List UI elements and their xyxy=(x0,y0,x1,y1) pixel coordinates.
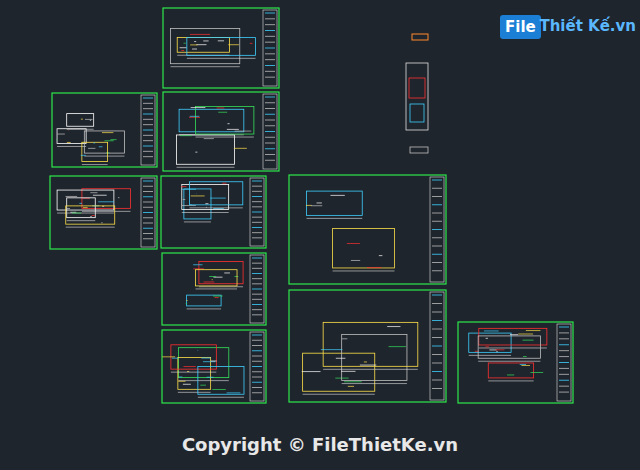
drawing-sheet xyxy=(458,322,573,403)
watermark: Copyright © FileThietKe.vn xyxy=(182,434,458,455)
drawing-sheet xyxy=(163,8,279,88)
logo-text: File xyxy=(505,18,536,36)
loose-drawing xyxy=(406,34,428,153)
drawing-sheet xyxy=(52,93,157,167)
drawing-sheet xyxy=(162,330,266,403)
drawing-sheet xyxy=(163,92,279,171)
drawing-sheet xyxy=(289,290,446,402)
drawing-sheet xyxy=(289,175,446,284)
drawing-sheet xyxy=(50,176,157,249)
logo-text: Thiết Kế.vn xyxy=(539,17,636,35)
drawing-sheet xyxy=(161,176,266,248)
drawing-sheet xyxy=(162,253,266,325)
logo-box: File xyxy=(500,15,541,39)
